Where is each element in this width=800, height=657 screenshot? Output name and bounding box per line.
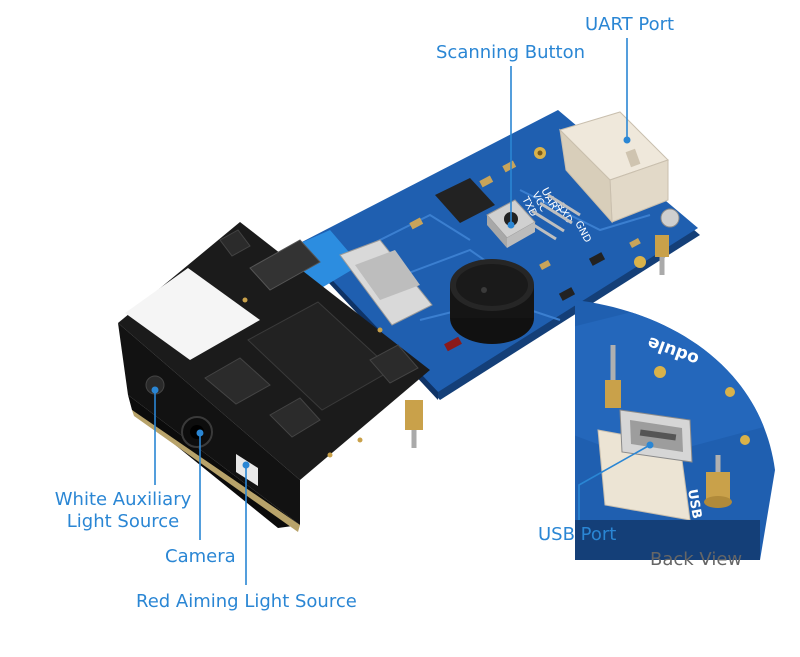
camera-leader-dot (196, 429, 204, 437)
red-aiming-window (236, 454, 258, 486)
white-light-label-line2: Light Source (66, 511, 180, 532)
usb-leader (578, 444, 651, 520)
standoffs (405, 235, 669, 448)
back-view-caption: Back View (650, 549, 743, 570)
uart-connector (559, 111, 669, 224)
red-aiming-leader-dot (242, 461, 250, 469)
white-light-label: White Auxiliary Light Source (48, 489, 198, 533)
button-leader-dot (507, 221, 515, 229)
leader-lines (151, 38, 654, 585)
scanning-button-label: Scanning Button (436, 42, 586, 63)
white-light-label-line1: White Auxiliary (54, 489, 192, 510)
scan-engine (118, 222, 430, 532)
uart-leader-dot (623, 136, 631, 144)
back-standoff-left (605, 380, 621, 408)
fpc-cable (285, 230, 433, 326)
usb-leader-dot (646, 441, 654, 449)
camera-label: Camera (165, 546, 236, 567)
usb-port-label: USB Port (538, 524, 617, 545)
red-aiming-label: Red Aiming Light Source (136, 591, 357, 612)
uart-port-label: UART Port (585, 14, 675, 35)
buzzer (450, 259, 534, 344)
white-light-leader-dot (151, 386, 159, 394)
